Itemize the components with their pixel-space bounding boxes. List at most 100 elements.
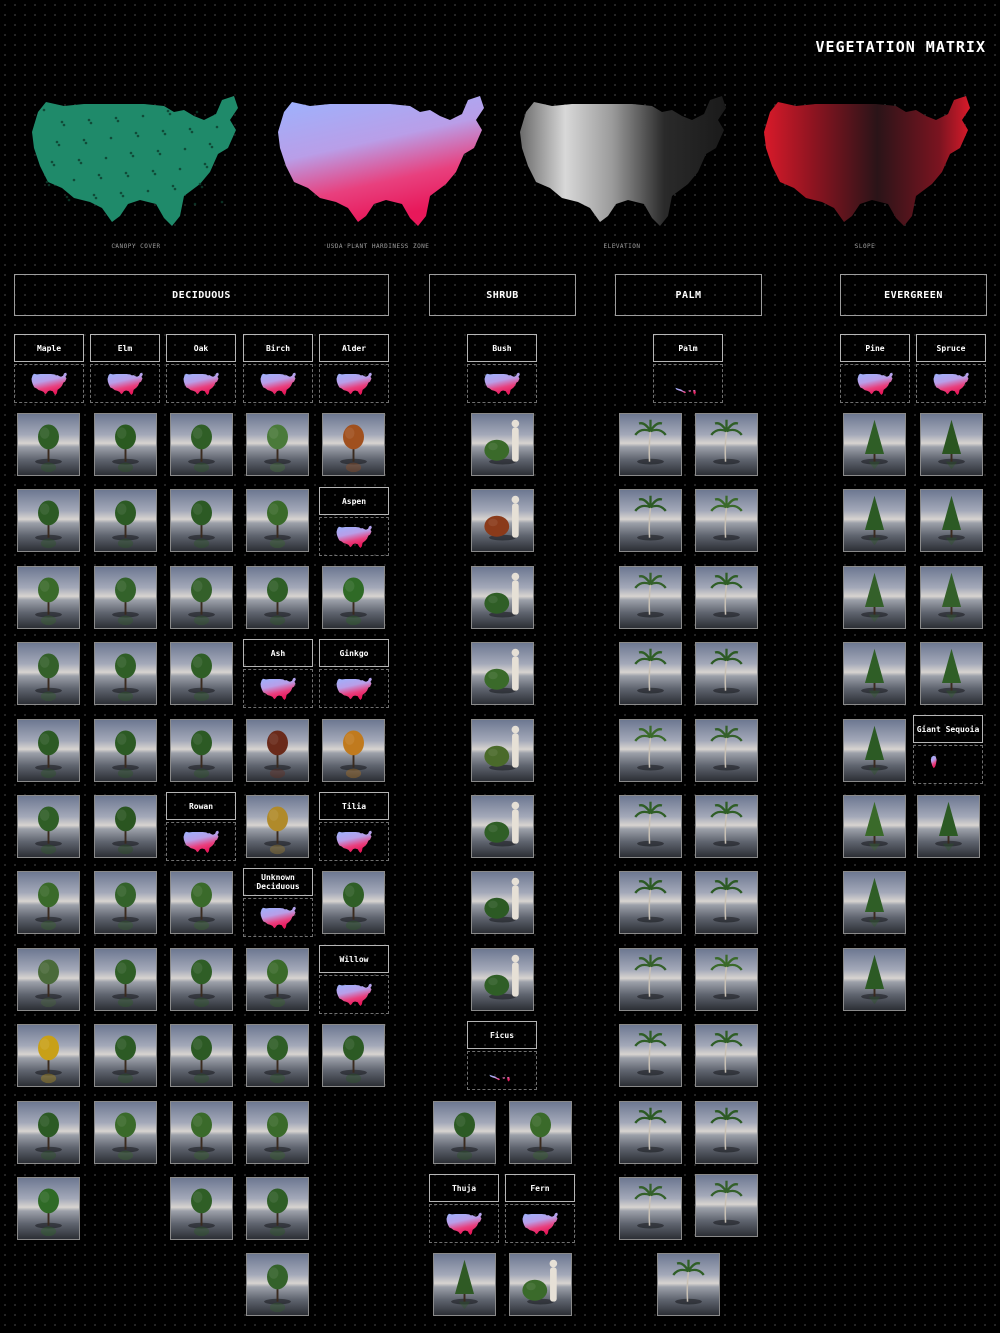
render-tile-elm (94, 1101, 157, 1164)
hardiness-zone-map (270, 92, 490, 232)
render-tile-palm (695, 413, 758, 476)
render-tile-pine (843, 948, 906, 1011)
conifer-render (861, 572, 888, 623)
render-tile-palm (695, 948, 758, 1011)
render-tile-pine (843, 642, 906, 705)
render-tile-elm (94, 871, 157, 934)
render-tile-oak (170, 642, 233, 705)
render-tile-pine (843, 413, 906, 476)
tree-render (188, 882, 215, 931)
render-tile-birch (246, 566, 309, 629)
species-label-giant-sequoia: Giant Sequoia (913, 715, 983, 743)
render-tile-bush (471, 413, 534, 476)
palm-render (634, 495, 667, 541)
species-label-fern: Fern (505, 1174, 575, 1202)
tree-render (188, 653, 215, 702)
shrub-render (484, 877, 520, 923)
species-label-ash: Ash (243, 639, 313, 667)
render-tile-elm (94, 1024, 157, 1087)
render-tile-palm (695, 1024, 758, 1087)
render-tile-oak (170, 871, 233, 934)
tree-render (188, 577, 215, 626)
render-tile-ginkgo (322, 871, 385, 934)
render-tile-oak (170, 1177, 233, 1240)
render-tile-alder (322, 413, 385, 476)
tree-render (451, 1112, 478, 1161)
render-tile-bush (471, 489, 534, 552)
conifer-render (935, 801, 962, 852)
species-label-elm: Elm (90, 334, 160, 362)
shrub-render (484, 648, 520, 694)
palm-render (634, 1183, 667, 1229)
conifer-render (861, 877, 888, 928)
render-tile-birch (246, 948, 309, 1011)
conifer-render (938, 495, 965, 546)
tree-render (264, 806, 291, 855)
range-map-pine (840, 364, 910, 403)
render-tile-palm (695, 1101, 758, 1164)
render-tile-palm (695, 1174, 758, 1237)
render-tile-spruce (920, 489, 983, 552)
render-tile-palm (619, 413, 682, 476)
range-map-alder (319, 364, 389, 403)
shrub-render (484, 954, 520, 1000)
palm-render (634, 1107, 667, 1153)
conifer-render (938, 419, 965, 470)
render-tile-palm (619, 795, 682, 858)
palm-render (710, 419, 743, 465)
category-palm: PALM (615, 274, 762, 316)
tree-render (112, 730, 139, 779)
tree-render (340, 577, 367, 626)
tree-render (112, 959, 139, 1008)
render-tile-palm (619, 1177, 682, 1240)
palm-render (634, 725, 667, 771)
render-tile-bush (471, 719, 534, 782)
render-tile-maple (17, 566, 80, 629)
tree-render (264, 1188, 291, 1237)
render-tile-bush (471, 566, 534, 629)
render-tile-aspen (322, 566, 385, 629)
render-tile-elm (94, 948, 157, 1011)
render-tile-elm (94, 642, 157, 705)
render-tile-palm (695, 489, 758, 552)
tree-render (35, 1188, 62, 1237)
tree-render (188, 500, 215, 549)
species-label-rowan: Rowan (166, 792, 236, 820)
range-map-bush (467, 364, 537, 403)
conifer-render (861, 801, 888, 852)
render-tile-palm (695, 566, 758, 629)
palm-render (710, 495, 743, 541)
tree-render (35, 653, 62, 702)
tree-render (264, 1035, 291, 1084)
tree-render (112, 500, 139, 549)
species-label-oak: Oak (166, 334, 236, 362)
render-tile-willow (322, 1024, 385, 1087)
tree-render (264, 1264, 291, 1313)
tree-render (264, 1112, 291, 1161)
render-tile-spruce (920, 566, 983, 629)
species-label-birch: Birch (243, 334, 313, 362)
render-tile-maple (17, 642, 80, 705)
palm-render (634, 1030, 667, 1076)
render-tile-palm (619, 566, 682, 629)
render-tile-birch (246, 1253, 309, 1316)
tree-render (340, 730, 367, 779)
render-tile-maple (17, 1024, 80, 1087)
render-tile-oak (170, 719, 233, 782)
render-tile-palm (619, 719, 682, 782)
range-map-ginkgo (319, 669, 389, 708)
render-tile-palm (695, 719, 758, 782)
range-map-palm (653, 364, 723, 403)
tree-render (340, 424, 367, 473)
category-deciduous: DECIDUOUS (14, 274, 389, 316)
render-tile-birch (246, 1177, 309, 1240)
range-map-thuja (429, 1204, 499, 1243)
page-title: VEGETATION MATRIX (815, 38, 986, 56)
palm-render (634, 572, 667, 618)
range-map-rowan (166, 822, 236, 861)
tree-render (35, 806, 62, 855)
range-map-willow (319, 975, 389, 1014)
render-tile-bush (471, 642, 534, 705)
render-tile-birch (246, 489, 309, 552)
map-caption: ELEVATION (603, 243, 641, 250)
